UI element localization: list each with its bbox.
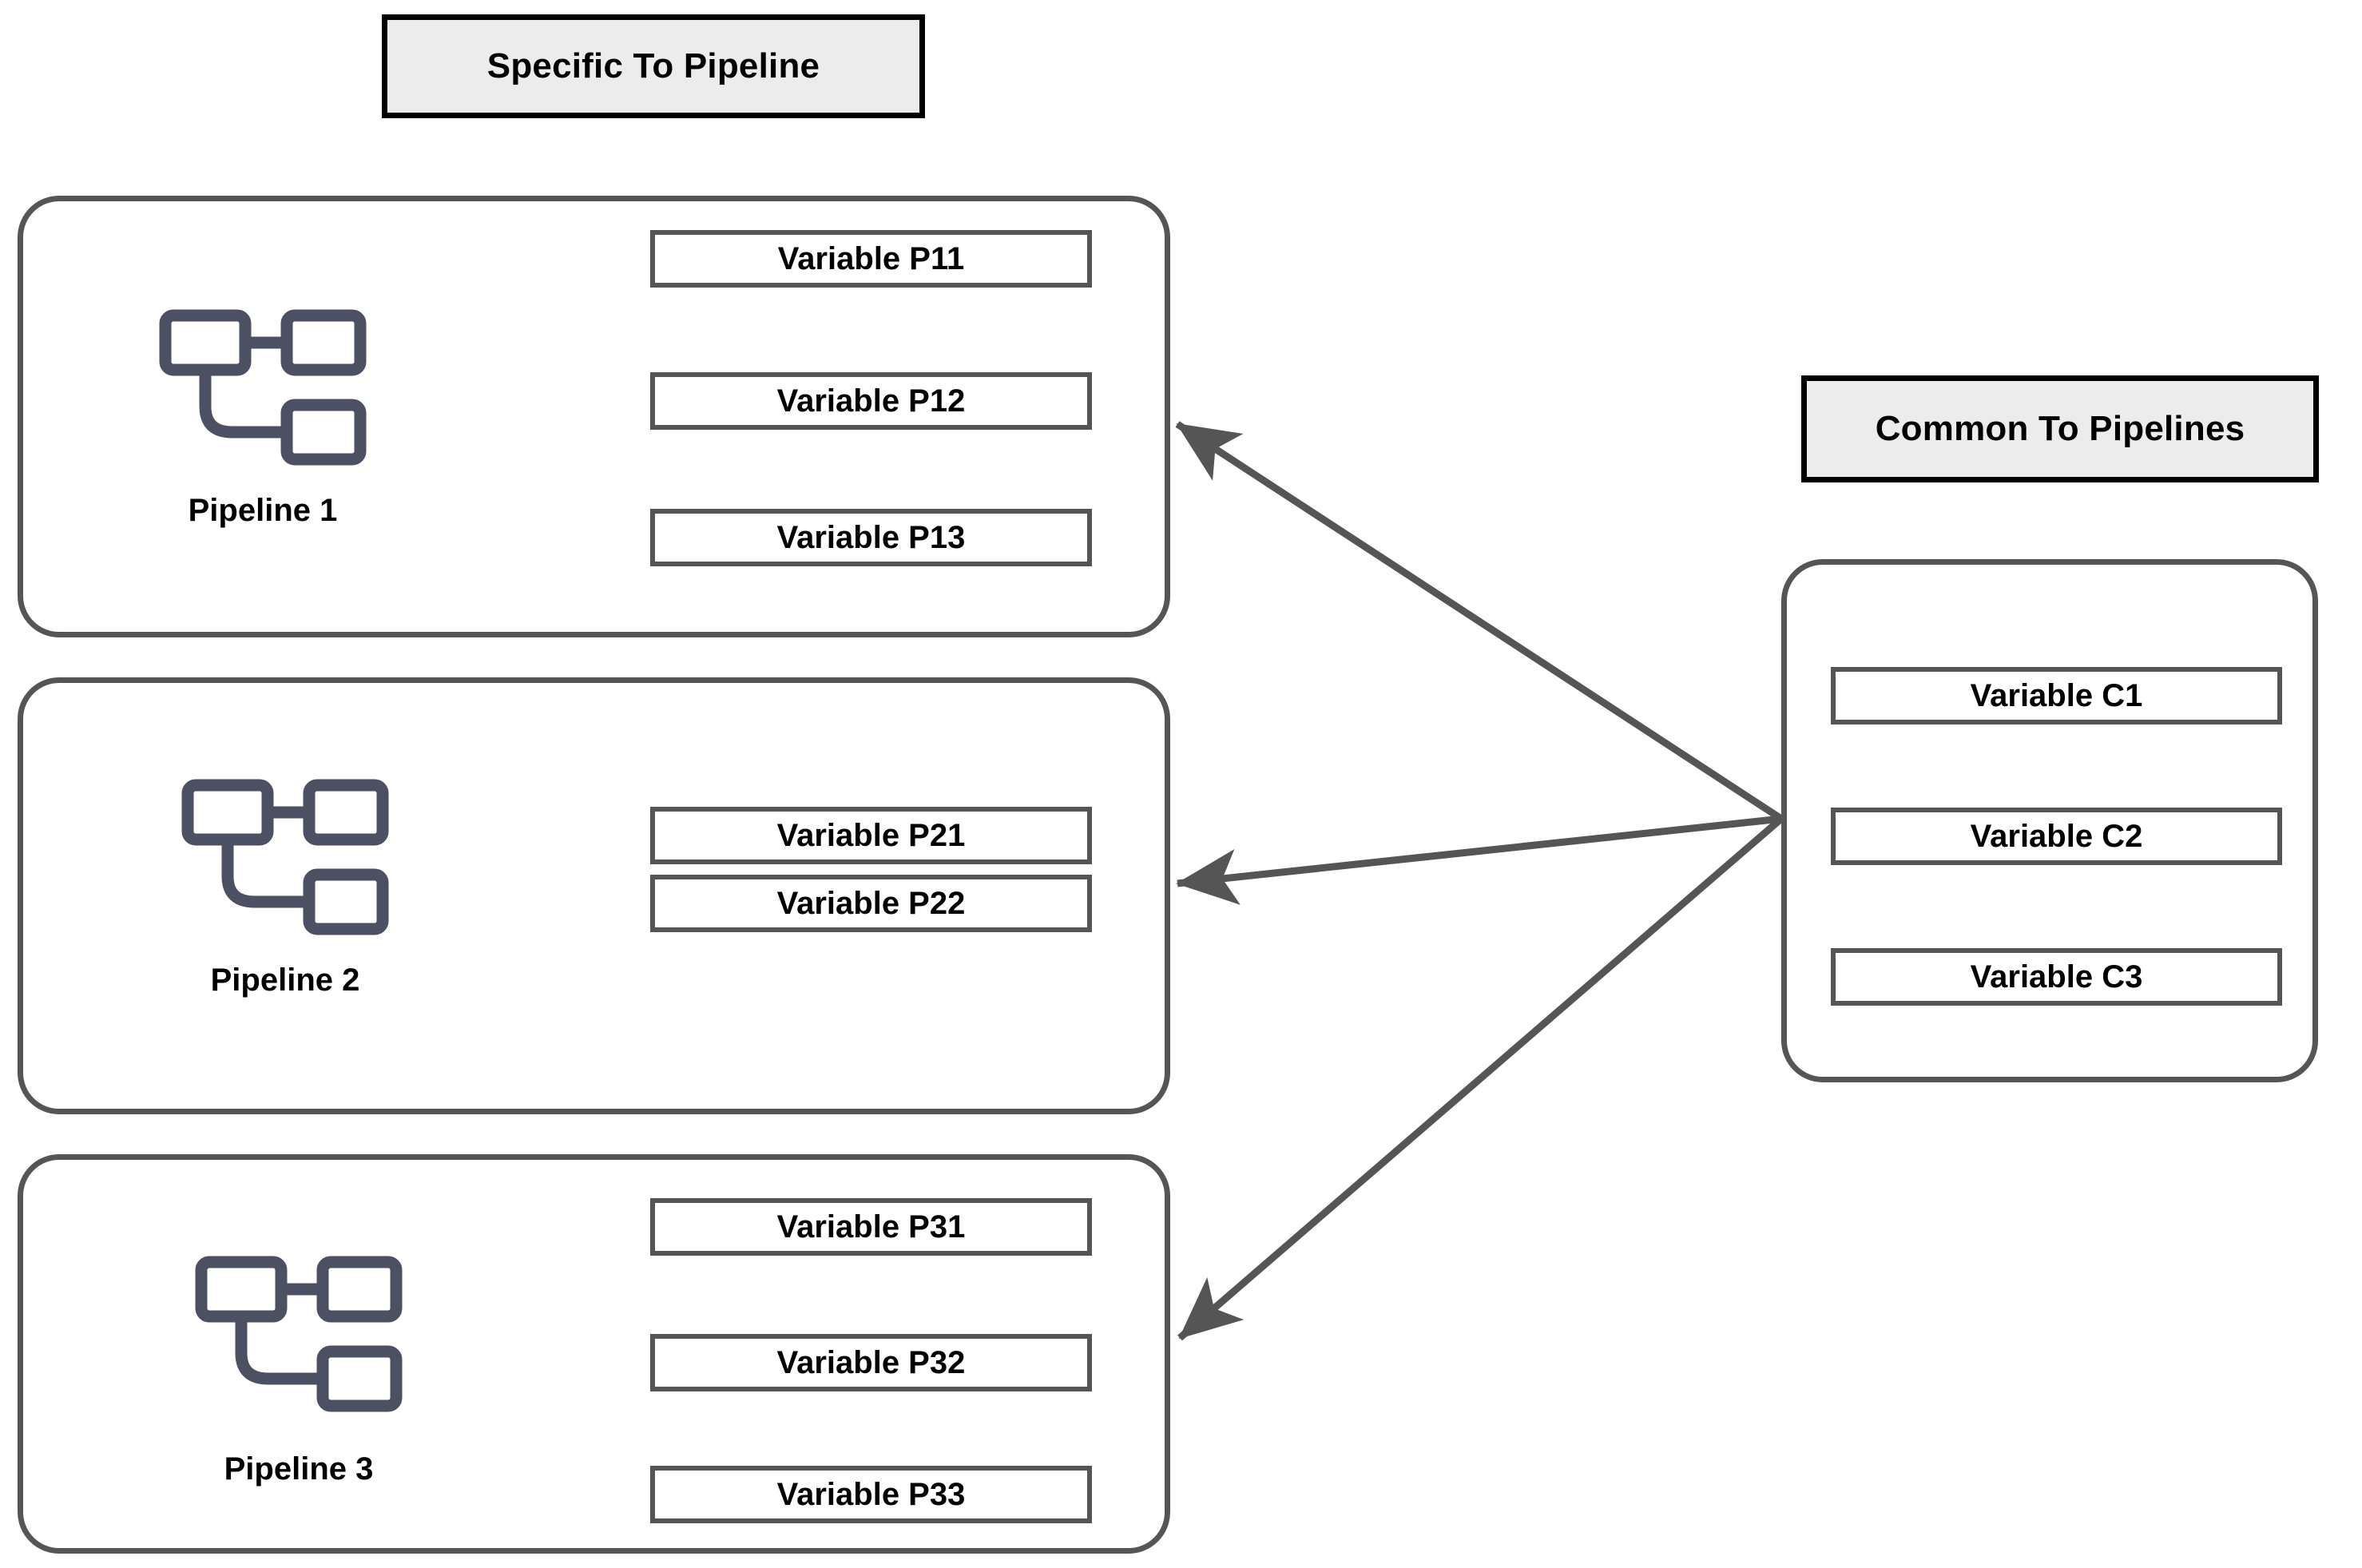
pipeline-1-label: Pipeline 1 [188, 493, 338, 528]
panel-pipeline-1: Pipeline 1 Variable P11 Variable P12 Var… [18, 196, 1170, 637]
variable-box-c1: Variable C1 [1831, 667, 2282, 724]
pipeline-2-label: Pipeline 2 [210, 963, 360, 998]
variable-box-p33: Variable P33 [650, 1466, 1092, 1523]
banner-common-to-pipelines: Common To Pipelines [1801, 375, 2319, 482]
variable-box-c2: Variable C2 [1831, 808, 2282, 865]
variable-box-p13: Variable P13 [650, 509, 1092, 566]
pipeline-hierarchy-icon [195, 1256, 403, 1412]
panel-pipeline-3: Pipeline 3 Variable P31 Variable P32 Var… [18, 1154, 1170, 1554]
variable-box-p31: Variable P31 [650, 1198, 1092, 1256]
variable-box-p32: Variable P32 [650, 1334, 1092, 1391]
panel-pipeline-2: Pipeline 2 Variable P21 Variable P22 [18, 677, 1170, 1114]
variable-box-p22: Variable P22 [650, 875, 1092, 932]
variable-box-p21: Variable P21 [650, 807, 1092, 864]
arrow-common-to-pipeline-3 [1177, 816, 1784, 1341]
variable-box-c3: Variable C3 [1831, 948, 2282, 1006]
panel-common-to-pipelines: Variable C1 Variable C2 Variable C3 [1781, 559, 2318, 1082]
arrow-common-to-pipeline-1 [1175, 421, 1784, 822]
pipeline-hierarchy-icon [159, 309, 367, 466]
pipeline-hierarchy-icon [181, 779, 389, 935]
variable-box-p12: Variable P12 [650, 372, 1092, 430]
variable-box-p11: Variable P11 [650, 230, 1092, 288]
banner-specific-to-pipeline: Specific To Pipeline [382, 14, 925, 118]
pipeline-3-label: Pipeline 3 [224, 1451, 374, 1487]
arrow-common-to-pipeline-2 [1176, 815, 1782, 905]
